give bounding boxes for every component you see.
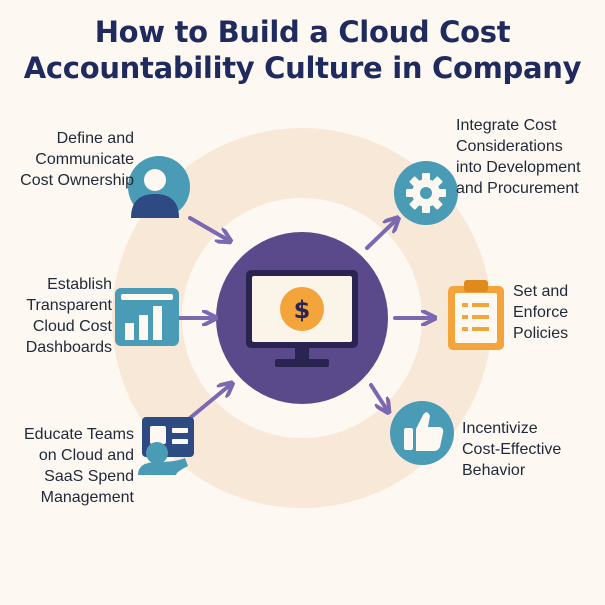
step-define-ownership-label: Define and Communicate Cost Ownership <box>6 128 134 191</box>
title-line-2: Accountability Culture in Company <box>23 51 582 85</box>
step-label-line: Integrate Cost <box>456 117 557 134</box>
step-dashboards-label: Establish Transparent Cloud Cost Dashboa… <box>6 274 112 358</box>
monitor-dollar-icon: $ <box>216 232 388 404</box>
step-label-line: Communicate <box>35 151 134 168</box>
step-label-line: Set and <box>513 283 569 300</box>
step-label-line: Transparent <box>26 297 112 314</box>
dollar-symbol: $ <box>294 296 311 324</box>
page-title: How to Build a Cloud Cost Accountability… <box>0 14 605 86</box>
arrow-top-left <box>188 216 228 240</box>
step-label-line: and Procurement <box>456 180 579 197</box>
step-incentivize-label: Incentivize Cost-Effective Behavior <box>462 418 602 481</box>
step-label-line: Incentivize <box>462 420 538 437</box>
arrow-top-right <box>365 220 396 250</box>
step-label-line: Behavior <box>462 462 526 479</box>
step-label-line: Educate Teams <box>24 426 134 443</box>
step-label-line: Define and <box>56 130 134 147</box>
presenter-icon <box>138 417 194 475</box>
step-label-line: Policies <box>513 325 569 342</box>
step-educate-teams-label: Educate Teams on Cloud and SaaS Spend Ma… <box>4 424 134 508</box>
step-label-line: into Development <box>456 159 581 176</box>
title-line-1: How to Build a Cloud Cost <box>94 15 511 49</box>
thumbs-up-icon <box>390 401 454 465</box>
step-label-line: Considerations <box>456 138 563 155</box>
step-integrate-cost-label: Integrate Cost Considerations into Devel… <box>456 115 601 199</box>
gear-icon <box>394 161 458 225</box>
step-label-line: Cost Ownership <box>20 172 134 189</box>
step-label-line: Cost-Effective <box>462 441 562 458</box>
step-policies-label: Set and Enforce Policies <box>513 281 603 344</box>
clipboard-icon <box>448 280 504 350</box>
step-label-line: Management <box>40 489 134 506</box>
person-icon <box>128 156 190 218</box>
step-label-line: Cloud Cost <box>32 318 112 335</box>
arrow-bottom-left <box>188 385 230 420</box>
step-label-line: Enforce <box>513 304 569 321</box>
step-label-line: on Cloud and <box>38 447 134 464</box>
dashboard-chart-icon <box>115 288 179 346</box>
arrow-bottom-right <box>369 383 387 410</box>
step-label-line: Dashboards <box>25 339 112 356</box>
step-label-line: SaaS Spend <box>44 468 134 485</box>
step-label-line: Establish <box>47 276 112 293</box>
